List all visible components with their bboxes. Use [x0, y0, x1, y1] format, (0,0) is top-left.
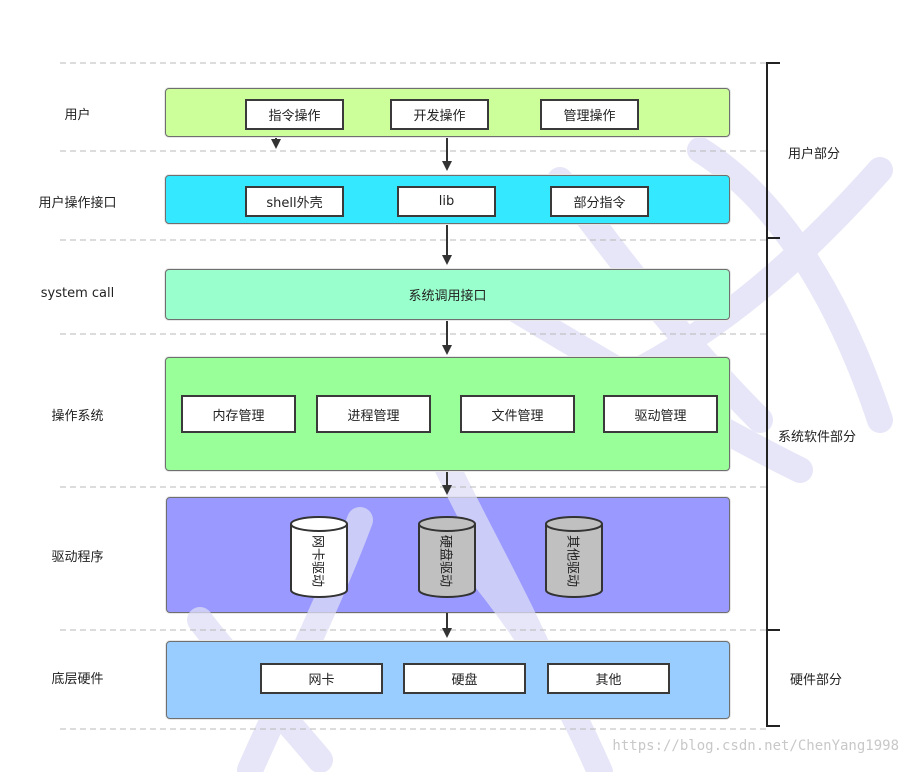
- watermark-url: https://blog.csdn.net/ChenYang1998: [612, 738, 899, 754]
- memory-management-box: 内存管理: [181, 395, 296, 433]
- cylinder-disk: [418, 516, 476, 598]
- left-label-user: 用户: [64, 108, 91, 123]
- left-label-syscall: system call: [40, 286, 115, 301]
- separator-lines: [60, 62, 766, 730]
- left-label-hardware: 底层硬件: [51, 672, 104, 687]
- left-label-driver: 驱动程序: [51, 550, 104, 565]
- operating-system-layer: 内存管理 进程管理 文件管理 驱动管理: [165, 357, 730, 471]
- right-brackets: [766, 62, 780, 727]
- flow-arrows: [271, 137, 452, 638]
- left-label-os: 操作系统: [51, 409, 104, 424]
- development-operation-box: 开发操作: [390, 99, 489, 130]
- cylinder-other: [545, 516, 603, 598]
- system-software-part-label: 系统软件部分: [778, 430, 857, 445]
- partial-commands-box: 部分指令: [550, 186, 649, 217]
- hardware-part-label: 硬件部分: [790, 673, 843, 688]
- command-operation-box: 指令操作: [245, 99, 344, 130]
- hard-disk-box: 硬盘: [403, 663, 526, 694]
- user-layer: 指令操作 开发操作 管理操作: [165, 88, 730, 137]
- user-part-label: 用户部分: [788, 147, 841, 162]
- syscall-interface-text: 系统调用接口: [408, 289, 487, 304]
- driver-management-box: 驱动管理: [603, 395, 718, 433]
- process-management-box: 进程管理: [316, 395, 431, 433]
- system-call-layer: 系统调用接口: [165, 269, 730, 320]
- management-operation-box: 管理操作: [540, 99, 639, 130]
- shell-box: shell外壳: [245, 186, 344, 217]
- file-management-box: 文件管理: [460, 395, 575, 433]
- driver-cylinders: [290, 516, 603, 598]
- other-driver-label: 其他驱动: [564, 534, 580, 587]
- network-card-box: 网卡: [260, 663, 383, 694]
- nic-driver-label: 网卡驱动: [309, 534, 325, 587]
- other-hardware-box: 其他: [547, 663, 670, 694]
- disk-driver-label: 硬盘驱动: [437, 534, 453, 587]
- cylinder-nic: [290, 516, 348, 598]
- lib-box: lib: [397, 186, 496, 217]
- left-label-interface: 用户操作接口: [38, 196, 117, 211]
- hardware-layer: 网卡 硬盘 其他: [166, 641, 730, 719]
- user-interface-layer: shell外壳 lib 部分指令: [165, 175, 730, 224]
